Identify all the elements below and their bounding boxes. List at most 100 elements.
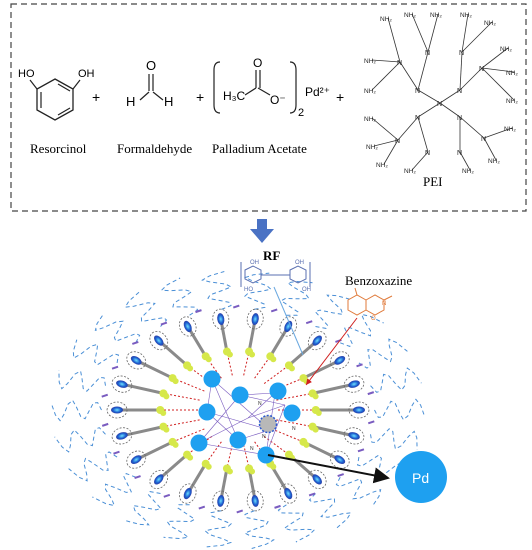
polymer-chain: [94, 312, 141, 344]
polymer-chain: [277, 504, 316, 543]
benzoxazine-structure: Benzoxazine N O: [305, 273, 412, 386]
pei-n-atom: N: [457, 115, 462, 122]
polymer-chain: [50, 399, 102, 422]
ligand-node: [172, 441, 179, 448]
tick-mark: [101, 422, 109, 427]
ligand-head: [116, 380, 128, 388]
ligand-head: [352, 406, 365, 414]
pei-nh2-group: NH₂: [460, 12, 472, 19]
ligand-node: [163, 393, 170, 400]
network-bond: [211, 378, 239, 441]
linker-bond: [243, 351, 250, 376]
polymer-chain: [201, 271, 233, 310]
pd-nanoparticle: [203, 370, 221, 388]
ligand-node: [163, 426, 170, 433]
ligand-node: [312, 393, 319, 400]
pei-nh2-group: NH₂: [364, 116, 376, 123]
linker-bond: [163, 419, 200, 428]
polymer-chain: [243, 510, 275, 549]
resorcinol-oh-right: OH: [78, 68, 95, 80]
tick-mark: [131, 340, 139, 345]
ligand-stem: [302, 440, 341, 462]
polymer-chain: [124, 491, 162, 526]
ligand-shell: [212, 308, 230, 330]
amine-n-label: N: [262, 434, 266, 440]
pei-nh2-group: NH₂: [364, 88, 376, 95]
plus-3: +: [336, 89, 344, 105]
ligand-node: [160, 410, 167, 416]
ligand-shell: [343, 375, 365, 393]
ligand-shell: [106, 401, 128, 419]
pd-nanoparticle: [283, 404, 301, 422]
polymer-chain: [92, 473, 136, 507]
pd-nanoparticle: [229, 431, 247, 449]
pei-bond: [461, 21, 493, 53]
pei-bond: [371, 59, 401, 63]
pei-bond: [371, 117, 399, 141]
pei-n-atom: N: [459, 50, 464, 57]
pei-n-atom: N: [415, 88, 420, 95]
pei-bond: [371, 61, 401, 91]
pd-callout-circle: [395, 451, 447, 503]
rf-oh-3: OH: [302, 287, 311, 293]
ligand-shell: [212, 490, 230, 512]
palladium-acetate-label: Palladium Acetate: [212, 141, 307, 156]
pei-nh2-group: NH₂: [376, 162, 388, 169]
formaldehyde-o: O: [146, 58, 156, 73]
rf-oh-2: OH: [295, 260, 304, 266]
pei-nh2-group: NH₂: [504, 126, 516, 133]
ligand-head: [154, 474, 164, 485]
network-bond: [247, 392, 276, 419]
pei-n-atom: N: [481, 136, 486, 143]
pei-label: PEI: [423, 174, 443, 189]
ligand-head: [312, 474, 322, 485]
ligand-shell: [246, 308, 264, 330]
ligand-head: [154, 335, 164, 346]
pei-bond: [483, 127, 513, 139]
benzoxazine-label: Benzoxazine: [345, 273, 412, 288]
ligand-head: [217, 494, 225, 507]
pei-n-atom: N: [425, 50, 430, 57]
ligand-node: [315, 410, 322, 416]
ligand-node: [249, 351, 256, 358]
ligand-head: [251, 494, 259, 507]
ligand-shell: [111, 375, 133, 393]
ligand-head: [348, 380, 360, 388]
pei-nh2-group: NH₂: [500, 46, 512, 53]
ligand-node: [312, 426, 319, 433]
polymer-chain: [335, 476, 382, 508]
linker-bond: [186, 436, 213, 456]
tick-mark: [274, 504, 281, 509]
pd-nanoparticle: [198, 403, 216, 421]
polymer-chain: [160, 277, 199, 316]
ligand-node: [288, 365, 295, 372]
formaldehyde-h-left: H: [126, 94, 135, 109]
polymer-chain: [124, 291, 168, 327]
pei-nh2-group: NH₂: [488, 158, 500, 165]
pei-n-atom: N: [397, 60, 402, 67]
ligand-node: [303, 441, 310, 448]
tick-mark: [337, 473, 345, 478]
ligand-shell: [111, 427, 133, 445]
pei-bond: [439, 89, 461, 104]
pei-n-atom: N: [457, 150, 462, 157]
pei-nh2-group: NH₂: [404, 168, 416, 175]
pei-nh2-group: NH₂: [366, 144, 378, 151]
ligand-node: [270, 463, 277, 470]
ligand-head: [334, 455, 346, 465]
pei-n-atom: N: [395, 138, 400, 145]
pd-callout-label: Pd: [412, 470, 429, 486]
tick-mark: [163, 493, 171, 498]
tick-mark: [101, 393, 109, 398]
ligand-shell: [178, 316, 197, 337]
polymer-chain: [314, 294, 352, 329]
ligand-head: [284, 320, 293, 333]
ligand-stem: [157, 453, 189, 481]
pei-bond: [427, 13, 439, 53]
polymer-chain: [72, 339, 119, 366]
pei-bond: [417, 102, 441, 118]
ligand-head: [334, 355, 346, 365]
pd-nanoparticle: [269, 382, 287, 400]
